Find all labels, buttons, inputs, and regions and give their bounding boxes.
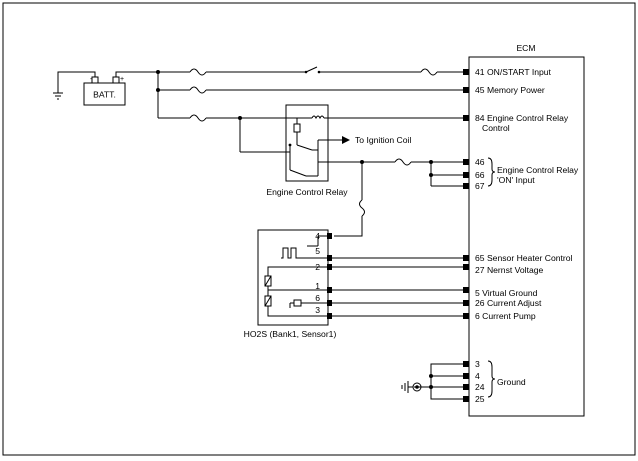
diagram-frame (2, 2, 636, 456)
connector-pin (327, 287, 332, 293)
connector-pin (327, 233, 332, 239)
sensor-pin-1: 1 (315, 281, 320, 291)
ecm-pin (463, 183, 469, 189)
ecm-ground-pin-3: 3 (475, 359, 480, 369)
ecm-pin (463, 264, 469, 270)
ecm-relay-on-label: Engine Control Relay (497, 165, 579, 175)
ignition-switch-icon (305, 66, 318, 73)
ecm-pin-45-label: 45 Memory Power (475, 85, 545, 95)
ecm-pin-46-label: 46 (475, 157, 485, 167)
ecm-pin-65-label: 65 Sensor Heater Control (475, 253, 573, 263)
heater-icon (281, 247, 307, 259)
ecm-pin (463, 172, 469, 178)
sensor-label: HO2S (Bank1, Sensor1) (244, 329, 337, 339)
engine-control-relay: To Ignition Coil Engine Control Relay (266, 104, 463, 197)
ecm-ground-pin-25: 25 (475, 394, 485, 404)
battery-neg-terminal (91, 76, 99, 84)
battery-minus-sign: - (90, 76, 93, 83)
sensor-pin-3: 3 (315, 305, 320, 315)
ecm-pin-66-label: 66 (475, 170, 485, 180)
brace-icon (487, 360, 496, 398)
ecm-pin-84-label-line2: Control (482, 123, 510, 133)
battery-ground-wire (57, 71, 96, 93)
fuse-icon (420, 68, 438, 76)
relay-contact-icon (296, 144, 313, 151)
ecm-box (468, 56, 585, 417)
ecm-pin (463, 115, 469, 121)
ecm-pin (463, 287, 469, 293)
ecm-pin (463, 313, 469, 319)
ecm-pin (463, 300, 469, 306)
connector-pin (327, 255, 332, 261)
ecm-title: ECM (516, 43, 535, 53)
arrow-right-icon (342, 136, 350, 144)
ecm-pin-41-label: 41 ON/START Input (475, 67, 552, 77)
ecm-ground-label: Ground (497, 377, 526, 387)
battery-label: BATT. (93, 90, 116, 100)
sensor-pin-5: 5 (315, 246, 320, 256)
battery-positive-wire (115, 71, 158, 77)
connector-pin (327, 313, 332, 319)
relay-contact-icon (289, 169, 307, 177)
ecm-ground-pin-4: 4 (475, 371, 480, 381)
fuse-icon (359, 199, 365, 217)
ecm: ECM 41 ON/START Input 45 Memory Power 84… (463, 43, 585, 417)
ho2s-sensor: 4 5 2 1 6 3 HO2S (Bank1, Sensor1) (244, 229, 337, 339)
sensor-pin-2: 2 (315, 262, 320, 272)
fuse-icon (189, 86, 207, 94)
ecm-pin (463, 396, 469, 402)
ecm-pin-26-label: 26 Current Adjust (475, 298, 542, 308)
to-ignition-coil-label: To Ignition Coil (355, 135, 411, 145)
sensor-box (257, 229, 329, 326)
ecm-pin (463, 87, 469, 93)
sensor-pin-4: 4 (315, 231, 320, 241)
battery-pos-terminal (112, 76, 120, 84)
ecm-pin-6-label: 6 Current Pump (475, 311, 536, 321)
fuse-icon (189, 114, 207, 122)
ecm-pin-84-label: 84 Engine Control Relay (475, 113, 569, 123)
battery-bus (156, 66, 463, 153)
relay-coil-winding-icon (311, 115, 325, 120)
relay-label: Engine Control Relay (266, 187, 348, 197)
ecm-pin (463, 69, 469, 75)
ecm-pin (463, 361, 469, 367)
connector-pin (327, 264, 332, 270)
ecm-pin-27-label: 27 Nernst Voltage (475, 265, 544, 275)
relay-box (285, 104, 329, 182)
battery-plus-sign: + (120, 76, 124, 83)
ecm-pin (463, 384, 469, 390)
relay-coil-icon (293, 123, 301, 133)
battery: BATT. - + (53, 71, 158, 106)
ground-network (401, 363, 463, 400)
fuse-icon (394, 158, 412, 166)
connector-pin (327, 300, 332, 306)
ecm-relay-on-label-line2: 'ON' Input (497, 175, 535, 185)
ecm-pin-67-label: 67 (475, 181, 485, 191)
ecm-pin (463, 159, 469, 165)
sensor-pin-6: 6 (315, 293, 320, 303)
battery-box (83, 82, 126, 106)
ecm-pin-5-label: 5 Virtual Ground (475, 288, 538, 298)
ecm-ground-pin-24: 24 (475, 382, 485, 392)
resistor-icon (293, 299, 302, 307)
brace-icon (487, 157, 496, 187)
ecm-pin (463, 373, 469, 379)
ecm-pin (463, 255, 469, 261)
fuse-icon (189, 68, 207, 76)
